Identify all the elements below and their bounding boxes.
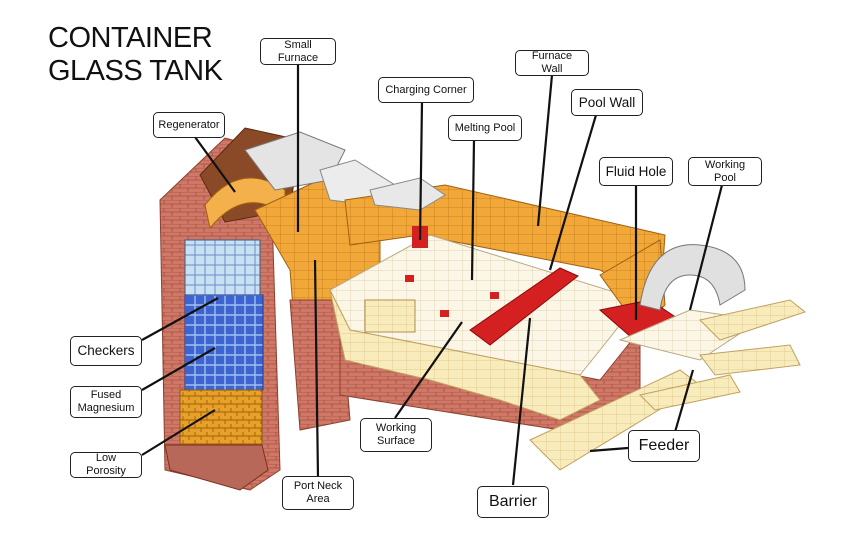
label-pool-wall: Pool Wall xyxy=(571,89,643,116)
charging-doghouse xyxy=(364,299,416,333)
leader-working-pool xyxy=(688,184,724,311)
feeder-channel-mid xyxy=(639,374,741,411)
label-working-surface: Working Surface xyxy=(360,418,432,452)
label-feeder: Feeder xyxy=(628,430,700,462)
checkers-top xyxy=(184,239,261,296)
feeder-channel-right xyxy=(699,344,801,376)
melt-mark-1 xyxy=(405,275,414,282)
label-fluid-hole: Fluid Hole xyxy=(599,157,673,186)
leader-melting-pool xyxy=(470,139,476,281)
label-fused-magnesium: Fused Magnesium xyxy=(70,386,142,418)
label-small-furnace: Small Furnace xyxy=(260,38,336,65)
leader-lines xyxy=(141,64,724,486)
charging-cover xyxy=(369,177,446,211)
leader-regenerator xyxy=(194,136,236,193)
title-line-1: CONTAINER xyxy=(48,22,213,54)
leader-low-porosity xyxy=(141,409,216,456)
label-barrier: Barrier xyxy=(477,486,549,518)
port-neck-wall xyxy=(289,299,351,431)
label-port-neck-area: Port Neck Area xyxy=(282,476,354,510)
leader-working-surface xyxy=(394,321,463,419)
label-charging-corner: Charging Corner xyxy=(378,77,474,103)
melt-mark-3 xyxy=(440,310,449,317)
label-checkers: Checkers xyxy=(70,336,142,366)
barrier-wall xyxy=(469,267,579,346)
low-porosity-block xyxy=(179,389,263,446)
leader-barrier xyxy=(511,317,532,486)
leader-port-neck xyxy=(313,259,320,479)
label-furnace-wall: Furnace Wall xyxy=(515,50,589,76)
leader-charging-corner xyxy=(418,101,424,241)
diagram-title: CONTAINER GLASS TANK xyxy=(48,22,223,88)
regenerator-base xyxy=(164,444,269,491)
label-regenerator: Regenerator xyxy=(153,112,225,138)
leader-feeder xyxy=(589,446,629,453)
melting-tank xyxy=(329,177,666,431)
tank-front-wall xyxy=(329,289,601,421)
leader-furnace-wall xyxy=(536,74,554,227)
label-low-porosity: Low Porosity xyxy=(70,452,142,478)
melt-mark-2 xyxy=(490,292,499,299)
title-line-2: GLASS TANK xyxy=(48,55,223,87)
leader-fused-magnesium xyxy=(141,347,216,391)
label-melting-pool: Melting Pool xyxy=(448,115,522,141)
working-pool-arch xyxy=(639,244,746,311)
leader-checkers xyxy=(141,297,219,341)
feeder-channel-top xyxy=(699,299,807,341)
label-working-pool: Working Pool xyxy=(688,157,762,186)
feeder-structure xyxy=(529,299,807,471)
leader-pool-wall xyxy=(548,114,598,271)
leader-feeder-2 xyxy=(673,369,695,433)
